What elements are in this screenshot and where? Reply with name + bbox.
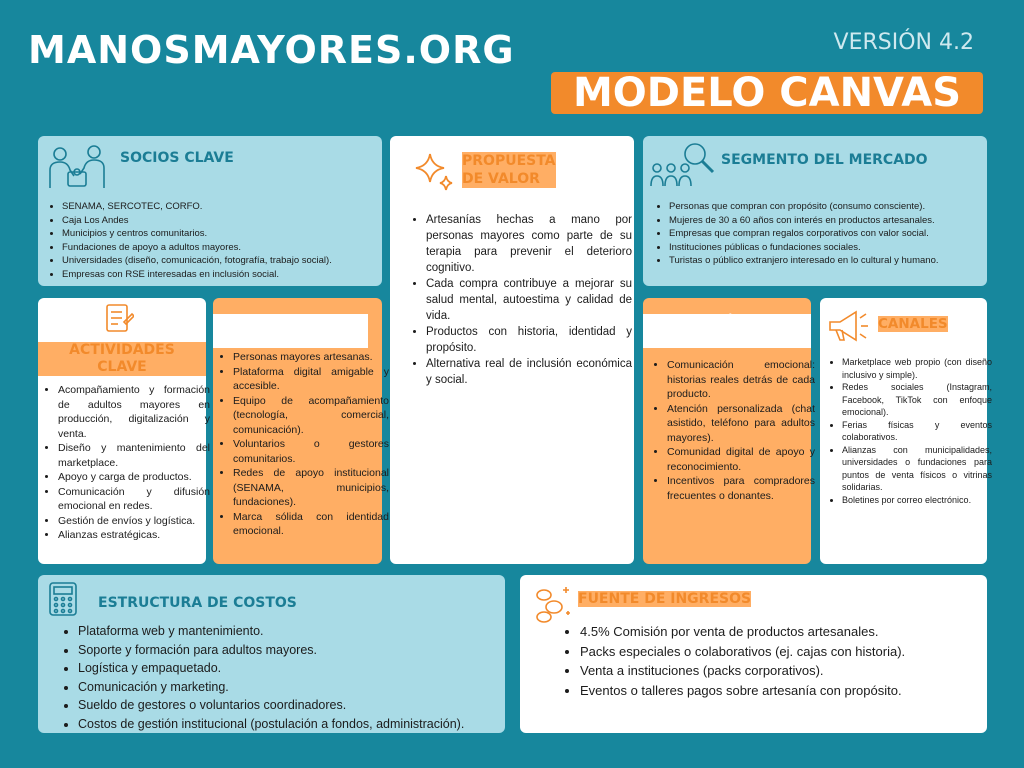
- recursos-title-line1: RECURSOS: [248, 314, 333, 330]
- list-item: Productos con historia, identidad y prop…: [426, 324, 632, 356]
- list-item: 4.5% Comisión por venta de productos art…: [580, 622, 990, 642]
- relacion-list: Comunicación emocional: historias reales…: [653, 358, 815, 503]
- coins-icon: [536, 587, 570, 623]
- costos-list: Plataforma web y mantenimiento.Soporte y…: [64, 622, 516, 733]
- ingresos-list: 4.5% Comisión por venta de productos art…: [566, 622, 990, 700]
- propuesta-title-line2: DE VALOR: [462, 171, 540, 187]
- card-socios-clave: SOCIOS CLAVE SENAMA, SERCOTEC, CORFO.Caj…: [38, 136, 382, 286]
- list-item: Gestión de envíos y logística.: [58, 514, 210, 529]
- list-item: Eventos o talleres pagos sobre artesanía…: [580, 681, 990, 701]
- partners-puzzle-icon: [49, 145, 105, 188]
- propuesta-list: Artesanías hechas a mano por personas ma…: [412, 212, 632, 388]
- card-actividades-clave: ACTIVIDADES CLAVE Acompañamiento y forma…: [38, 298, 210, 564]
- list-item: Turistas o público extranjero interesado…: [669, 254, 999, 268]
- list-item: Universidades (diseño, comunicación, fot…: [62, 254, 390, 268]
- page-title: MODELO CANVAS: [551, 72, 983, 114]
- actividades-title-line2: CLAVE: [97, 359, 147, 375]
- list-item: Sueldo de gestores o voluntarios coordin…: [78, 696, 516, 715]
- list-item: Municipios y centros comunitarios.: [62, 227, 390, 241]
- card-estructura-costos: ESTRUCTURA DE COSTOS Plataforma web y ma…: [38, 575, 505, 733]
- propuesta-title-line1: PROPUESTA: [462, 153, 556, 169]
- list-item: SENAMA, SERCOTEC, CORFO.: [62, 200, 390, 214]
- list-item: Alternativa real de inclusión económica …: [426, 356, 632, 388]
- list-item: Plataforma digital amigable y accesible.: [233, 365, 389, 394]
- card-propuesta-valor: PROPUESTA DE VALOR Artesanías hechas a m…: [390, 136, 634, 564]
- list-item: Packs especiales o colaborativos (ej. ca…: [580, 642, 990, 662]
- version-label: VERSIÓN 4.2: [833, 30, 974, 55]
- list-item: Atención personalizada (chat asistido, t…: [667, 402, 815, 446]
- sparkle-icon: [415, 153, 453, 191]
- recursos-title-line2: CLAVE: [265, 331, 316, 347]
- list-item: Fundaciones de apoyo a adultos mayores.: [62, 241, 390, 255]
- segmento-title: SEGMENTO DEL MERCADO: [721, 152, 928, 168]
- propuesta-title: PROPUESTA DE VALOR: [462, 152, 556, 188]
- list-item: Apoyo y carga de productos.: [58, 470, 210, 485]
- checklist-icon: [106, 304, 134, 332]
- list-item: Caja Los Andes: [62, 214, 390, 228]
- people-magnifier-icon: [650, 143, 715, 187]
- list-item: Boletines por correo electrónico.: [842, 494, 992, 507]
- list-item: Marca sólida con identidad emocional.: [233, 510, 389, 539]
- list-item: Venta a instituciones (packs corporativo…: [580, 661, 990, 681]
- list-item: Incentivos para compradores frecuentes o…: [667, 474, 815, 503]
- list-item: Logística y empaquetado.: [78, 659, 516, 678]
- list-item: Plataforma web y mantenimiento.: [78, 622, 516, 641]
- list-item: Comunicación emocional: historias reales…: [667, 358, 815, 402]
- socios-list: SENAMA, SERCOTEC, CORFO.Caja Los AndesMu…: [48, 200, 390, 281]
- card-relacion-clientes: RELACIÓN CON CLIENTES Comunicación emoci…: [643, 298, 815, 564]
- list-item: Ferias físicas y eventos colaborativos.: [842, 419, 992, 444]
- list-item: Alianzas con municipalidades, universida…: [842, 444, 992, 494]
- list-item: Personas mayores artesanas.: [233, 350, 389, 365]
- segmento-list: Personas que compran con propósito (cons…: [655, 200, 999, 268]
- list-item: Cada compra contribuye a mejorar su salu…: [426, 276, 632, 324]
- card-segmento-mercado: SEGMENTO DEL MERCADO Personas que compra…: [643, 136, 987, 286]
- recursos-list: Personas mayores artesanas.Plataforma di…: [219, 350, 389, 539]
- relacion-title-line1: RELACIÓN CON: [670, 314, 784, 330]
- actividades-title: ACTIVIDADES CLAVE: [38, 342, 206, 376]
- card-canales: CANALES Marketplace web propio (con dise…: [820, 298, 992, 564]
- list-item: Alianzas estratégicas.: [58, 528, 210, 543]
- list-item: Mujeres de 30 a 60 años con interés en p…: [669, 214, 999, 228]
- list-item: Redes de apoyo institucional (SENAMA, mu…: [233, 466, 389, 510]
- list-item: Comunicación y marketing.: [78, 678, 516, 697]
- costos-title: ESTRUCTURA DE COSTOS: [98, 595, 297, 611]
- list-item: Empresas que compran regalos corporativo…: [669, 227, 999, 241]
- list-item: Comunidad digital de apoyo y reconocimie…: [667, 445, 815, 474]
- list-item: Redes sociales (Instagram, Facebook, Tik…: [842, 381, 992, 419]
- card-recursos-clave: RECURSOS CLAVE Personas mayores artesana…: [213, 298, 389, 564]
- canales-list: Marketplace web propio (con diseño inclu…: [828, 356, 992, 506]
- list-item: Diseño y mantenimiento del marketplace.: [58, 441, 210, 470]
- card-fuente-ingresos: FUENTE DE INGRESOS 4.5% Comisión por ven…: [520, 575, 987, 733]
- ingresos-title: FUENTE DE INGRESOS: [578, 591, 752, 607]
- list-item: Acompañamiento y formación de adultos ma…: [58, 383, 210, 441]
- relacion-title: RELACIÓN CON CLIENTES: [643, 314, 811, 348]
- list-item: Costos de gestión institucional (postula…: [78, 715, 516, 734]
- list-item: Voluntarios o gestores comunitarios.: [233, 437, 389, 466]
- list-item: Artesanías hechas a mano por personas ma…: [426, 212, 632, 276]
- brand-title: MANOSMAYORES.ORG: [28, 28, 515, 72]
- calculator-icon: [49, 582, 77, 616]
- recursos-title: RECURSOS CLAVE: [213, 314, 368, 348]
- list-item: Marketplace web propio (con diseño inclu…: [842, 356, 992, 381]
- list-item: Equipo de acompañamiento (tecnología, co…: [233, 394, 389, 438]
- actividades-title-line1: ACTIVIDADES: [69, 342, 175, 358]
- list-item: Soporte y formación para adultos mayores…: [78, 641, 516, 660]
- list-item: Personas que compran con propósito (cons…: [669, 200, 999, 214]
- megaphone-icon: [829, 310, 868, 342]
- actividades-list: Acompañamiento y formación de adultos ma…: [44, 383, 210, 543]
- socios-title: SOCIOS CLAVE: [120, 150, 234, 166]
- list-item: Empresas con RSE interesadas en inclusió…: [62, 268, 390, 282]
- list-item: Instituciones públicas o fundaciones soc…: [669, 241, 999, 255]
- relacion-title-line2: CLIENTES: [690, 331, 764, 347]
- canales-title: CANALES: [878, 316, 948, 332]
- list-item: Comunicación y difusión emocional en red…: [58, 485, 210, 514]
